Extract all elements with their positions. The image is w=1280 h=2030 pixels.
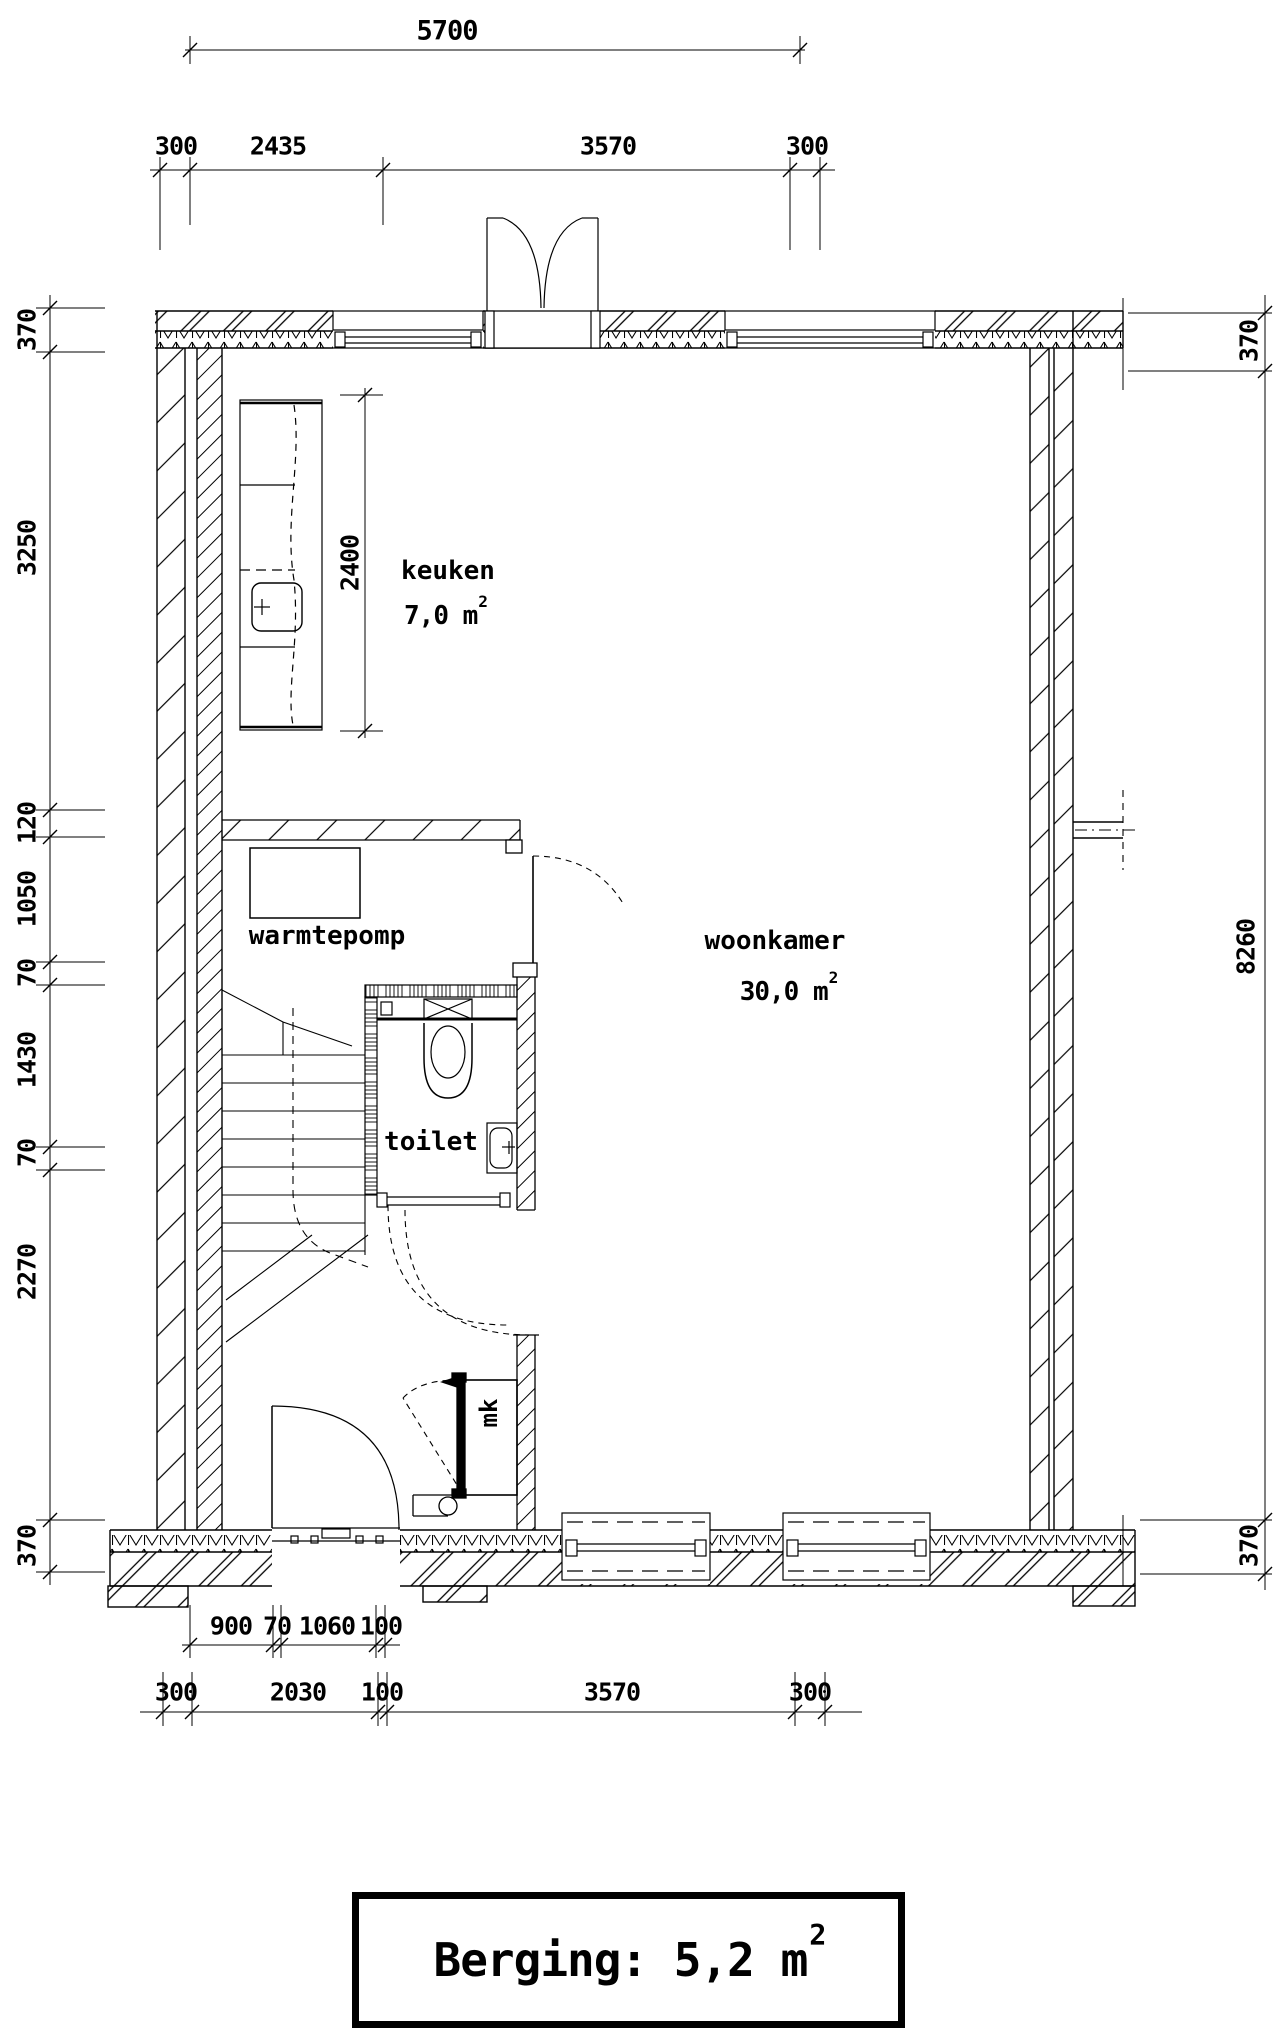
dim-bottom-3570: 3570: [583, 1677, 641, 1707]
room-area-keuken: 7,0 m2: [404, 593, 488, 631]
room-area-woonkamer-value: 30,0 m: [739, 976, 829, 1007]
dim-top-2435: 2435: [249, 131, 307, 161]
berging-title-sup: 2: [809, 1919, 826, 1953]
room-label-keuken: keuken: [401, 556, 495, 586]
room-area-woonkamer-sup: 2: [828, 967, 839, 987]
room-area-woonkamer: 30,0 m2: [739, 969, 839, 1007]
dim-top-3570: 3570: [579, 131, 637, 161]
dim-right-370-bottom: 370: [1234, 1524, 1264, 1568]
dim-bottom-900: 900: [209, 1611, 253, 1641]
dim-top-total: 5700: [416, 15, 478, 47]
room-label-woonkamer: woonkamer: [704, 926, 846, 956]
dim-bottom-300-right: 300: [788, 1677, 832, 1707]
dim-left-1430: 1430: [12, 1031, 42, 1089]
room-area-keuken-sup: 2: [478, 591, 488, 611]
dim-bottom-2030: 2030: [269, 1677, 327, 1707]
dim-left-370-bottom: 370: [12, 1524, 42, 1568]
dim-bottom-1060: 1060: [298, 1611, 356, 1641]
dim-left-1050: 1050: [12, 870, 42, 928]
dim-top-300-right: 300: [785, 131, 829, 161]
dim-left-70-a: 70: [12, 958, 42, 988]
room-label-mk: mk: [475, 1398, 503, 1428]
dim-bottom-100-b: 100: [360, 1677, 404, 1707]
dim-left-370-top: 370: [12, 308, 42, 352]
room-label-warmtepomp: warmtepomp: [248, 921, 406, 951]
dim-left-70-b: 70: [12, 1138, 42, 1168]
dim-left-2270: 2270: [12, 1243, 42, 1301]
dim-left-3250: 3250: [12, 519, 42, 577]
dim-right-370-top: 370: [1234, 319, 1264, 363]
berging-title-value: Berging: 5,2 m: [433, 1933, 809, 1987]
room-area-keuken-value: 7,0 m: [404, 600, 478, 631]
dim-bottom-70: 70: [262, 1611, 292, 1641]
dim-top-300-left: 300: [154, 131, 198, 161]
dim-bottom-100-a: 100: [359, 1611, 403, 1641]
room-label-toilet: toilet: [384, 1127, 478, 1157]
berging-title-text: Berging: 5,2 m2: [433, 1919, 827, 1987]
dim-right-8260: 8260: [1231, 918, 1261, 976]
dim-bottom-300-left: 300: [154, 1677, 198, 1707]
berging-title-box: Berging: 5,2 m2: [352, 1892, 905, 2028]
dim-left-120: 120: [12, 801, 42, 845]
dim-kitchen-2400: 2400: [335, 534, 365, 592]
